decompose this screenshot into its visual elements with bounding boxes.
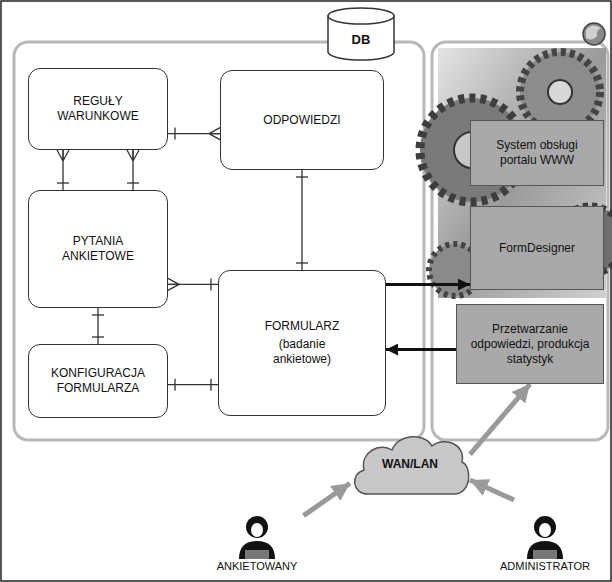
relation-line [168, 384, 218, 385]
gear-photo [420, 48, 612, 298]
node-label: PYTANIA ANKIETOWE [48, 234, 148, 264]
user-actor: ADMINISTRATOR [494, 500, 597, 578]
database-cylinder: DB [326, 6, 396, 62]
flow-arrow [304, 483, 351, 515]
module-box: Przetwarzanie odpowiedzi, produkcja stat… [456, 304, 604, 384]
node-label: Przetwarzanie odpowiedzi, produkcja stat… [468, 322, 592, 367]
entity-box: REGUŁY WARUNKOWE [28, 68, 168, 150]
node-label: REGUŁY WARUNKOWE [48, 94, 148, 124]
entity-box: FORMULARZ (badanie ankietowe) [218, 270, 386, 416]
entity-box: KONFIGURACJA FORMULARZA [28, 344, 168, 418]
module-box: FormDesigner [470, 206, 604, 290]
entity-box: PYTANIA ANKIETOWE [28, 190, 168, 308]
module-box: System obsługi portalu WWW [470, 120, 604, 186]
node-label: KONFIGURACJA FORMULARZA [43, 366, 153, 396]
entity-box: ODPOWIEDZI [220, 70, 384, 170]
person-icon [234, 514, 280, 560]
node-sublabel: (badanie ankietowe) [254, 337, 350, 367]
relation-line [301, 170, 302, 270]
flow-arrow [386, 348, 456, 351]
flow-arrow [470, 384, 530, 454]
user-actor: ANKIETOWANY [211, 500, 304, 578]
flow-arrow [470, 480, 514, 500]
relation-line [132, 150, 133, 190]
relation-line [97, 308, 98, 344]
node-label: FORMULARZ [265, 319, 340, 334]
node-label: FormDesigner [499, 241, 575, 256]
node-label: ANKIETOWANY [217, 560, 298, 574]
node-label: System obsługi portalu WWW [487, 138, 587, 168]
person-icon [522, 514, 568, 560]
relation-line [62, 150, 63, 190]
network-cloud: WAN/LAN [350, 432, 470, 496]
node-label: ODPOWIEDZI [263, 113, 340, 128]
flow-arrow [386, 283, 470, 286]
database-panel [14, 42, 424, 440]
browser-icon [583, 23, 605, 45]
relation-line [168, 133, 220, 134]
relation-line [168, 284, 218, 285]
node-label: WAN/LAN [382, 457, 438, 472]
node-label: DB [352, 32, 371, 48]
node-label: ADMINISTRATOR [500, 560, 590, 574]
